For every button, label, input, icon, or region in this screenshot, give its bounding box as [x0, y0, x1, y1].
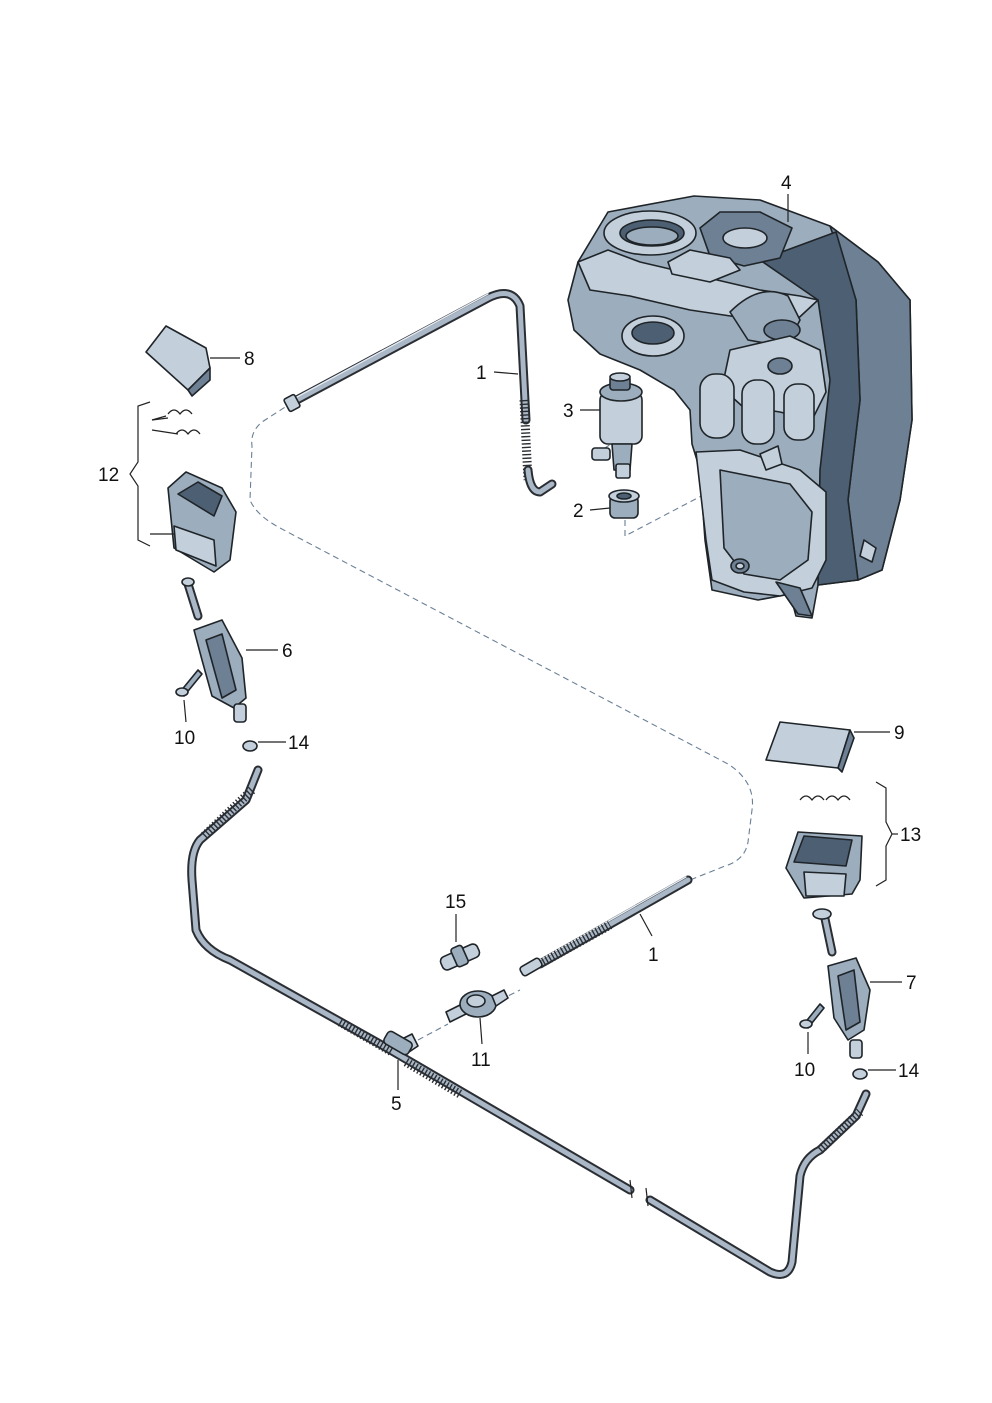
springs-right: [799, 795, 851, 801]
washer-hose-upper: [283, 289, 557, 497]
callout-2: 2: [573, 501, 584, 522]
callout-10-right: 10: [794, 1060, 815, 1081]
leader-2: [589, 507, 611, 511]
callout-8: 8: [244, 349, 255, 370]
callout-1-top: 1: [476, 363, 487, 384]
leader-1-bottom: [639, 913, 653, 937]
o-ring-right: [852, 1068, 868, 1080]
callout-11: 11: [471, 1050, 491, 1071]
leader-11: [479, 1017, 483, 1045]
leader-12-a: [151, 417, 169, 421]
callout-13: 13: [900, 825, 921, 846]
washer-pump: [591, 372, 643, 479]
callout-14-right: 14: [898, 1061, 920, 1082]
bracket-12: [129, 401, 151, 547]
callout-10-left: 10: [174, 728, 195, 749]
bolt-right: [799, 1003, 825, 1029]
callout-4: 4: [781, 173, 792, 194]
callout-3: 3: [563, 401, 574, 422]
hose-connector: [439, 943, 481, 971]
callout-15: 15: [445, 892, 466, 913]
holder-right: [785, 831, 863, 899]
callout-12: 12: [98, 465, 119, 486]
callout-5: 5: [391, 1094, 402, 1115]
cover-cap-left: [145, 325, 211, 397]
washer-nozzle-actuator-left: [181, 577, 247, 723]
bracket-13: [875, 781, 893, 887]
callout-6: 6: [282, 641, 293, 662]
callout-7: 7: [906, 973, 917, 994]
grommet: [608, 489, 640, 519]
non-return-valve: [445, 989, 509, 1023]
o-ring-left: [242, 740, 258, 752]
main-washer-hose: [187, 765, 871, 1279]
leader-10-left: [183, 699, 187, 723]
callout-9: 9: [894, 723, 905, 744]
washer-fluid-reservoir: [567, 195, 913, 619]
washer-nozzle-actuator-right: [812, 908, 871, 1059]
callout-1-bottom: 1: [648, 945, 659, 966]
leader-1-top: [493, 371, 519, 375]
bolt-left: [175, 669, 203, 697]
cover-cap-right: [765, 721, 855, 773]
washer-hose-lower: [519, 875, 693, 977]
hose-route-dashed-line: [249, 401, 754, 881]
holder-left: [167, 471, 237, 573]
springs-left: [151, 409, 201, 435]
callout-14-left: 14: [288, 733, 310, 754]
